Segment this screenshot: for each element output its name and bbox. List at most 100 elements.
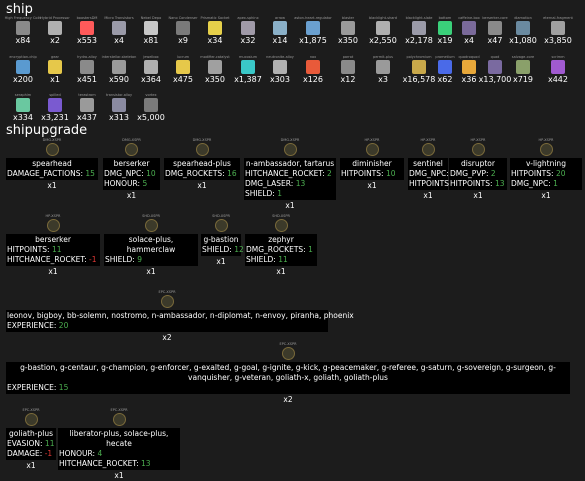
ship-item-count: x303 bbox=[269, 75, 290, 84]
ship-item-icon bbox=[48, 21, 62, 35]
ship-item-name: Prismatic Socket bbox=[200, 16, 230, 20]
ship-item-count: x451 bbox=[76, 75, 97, 84]
ship-item[interactable]: encryption-chip x200 bbox=[4, 55, 42, 95]
ship-item-name: High Frequency Coils bbox=[4, 16, 42, 20]
ship-item-count: x350 bbox=[204, 75, 225, 84]
ship-item-name: mucosium bbox=[238, 55, 258, 59]
ship-item-icon bbox=[516, 60, 530, 74]
upgrade-stat-value: 16 bbox=[227, 169, 237, 178]
ship-item-name: caffeine-box bbox=[458, 16, 480, 20]
ship-item-name: blacklight-shard bbox=[368, 16, 398, 20]
upgrade-stat-key: HONOUR: bbox=[59, 449, 98, 458]
upgrade-stat-value: 15 bbox=[58, 383, 69, 392]
ship-item-name: vortex bbox=[145, 93, 157, 97]
upgrade-stat-value: 15 bbox=[85, 169, 95, 178]
upgrade-stat-row: DMG_LASER: 13 bbox=[245, 179, 335, 189]
upgrade-ship-names: leonov, bigboy, bb-solemn, nostromo, n-a… bbox=[7, 311, 354, 320]
ship-item-name: aston-heart-regulator bbox=[294, 16, 332, 20]
ship-item-count: x200 bbox=[12, 75, 33, 84]
ship-item-count: x590 bbox=[108, 75, 129, 84]
ship-item-icon bbox=[438, 21, 452, 35]
ship-item-name: encryption-chip bbox=[9, 55, 37, 59]
ship-item-icon bbox=[241, 21, 255, 35]
ship-item[interactable]: vortex x5,000 bbox=[132, 93, 170, 133]
upgrade-stat-value: 10 bbox=[146, 169, 156, 178]
ship-item-count: x4 bbox=[464, 36, 474, 45]
upgrade-multiplier: x1 bbox=[114, 471, 124, 480]
upgrade-stat-key: DMG_ROCKETS: bbox=[246, 245, 309, 254]
upgrade-stat-value: 2 bbox=[327, 169, 332, 178]
upgrade-ship-names: sentinel bbox=[413, 159, 443, 168]
ship-item-icon bbox=[341, 60, 355, 74]
upgrade-stat-row: SHIELD: 9 bbox=[105, 255, 197, 265]
ship-item-name: eternal-fragment bbox=[543, 16, 573, 20]
upgrade-category: HP-XSPR bbox=[420, 138, 436, 142]
upgrade-module-icon bbox=[283, 143, 297, 156]
ship-item-count: x5,000 bbox=[137, 113, 165, 122]
ship-item[interactable]: caffeine-box x4 bbox=[450, 16, 488, 56]
upgrade-stat-row: DMG_ROCKETS: 16 bbox=[165, 169, 239, 179]
upgrade-stat-key: HITPOINTS: bbox=[7, 245, 52, 254]
ship-item-name: Nano Condenser bbox=[168, 16, 198, 20]
upgrade-category: HP-XSPR bbox=[470, 138, 486, 142]
upgrade-stat-value: 9 bbox=[137, 255, 142, 264]
ship-item-name: bottom bbox=[438, 16, 452, 20]
upgrade-stat-row: DMG_NPC: 10 bbox=[104, 169, 159, 179]
